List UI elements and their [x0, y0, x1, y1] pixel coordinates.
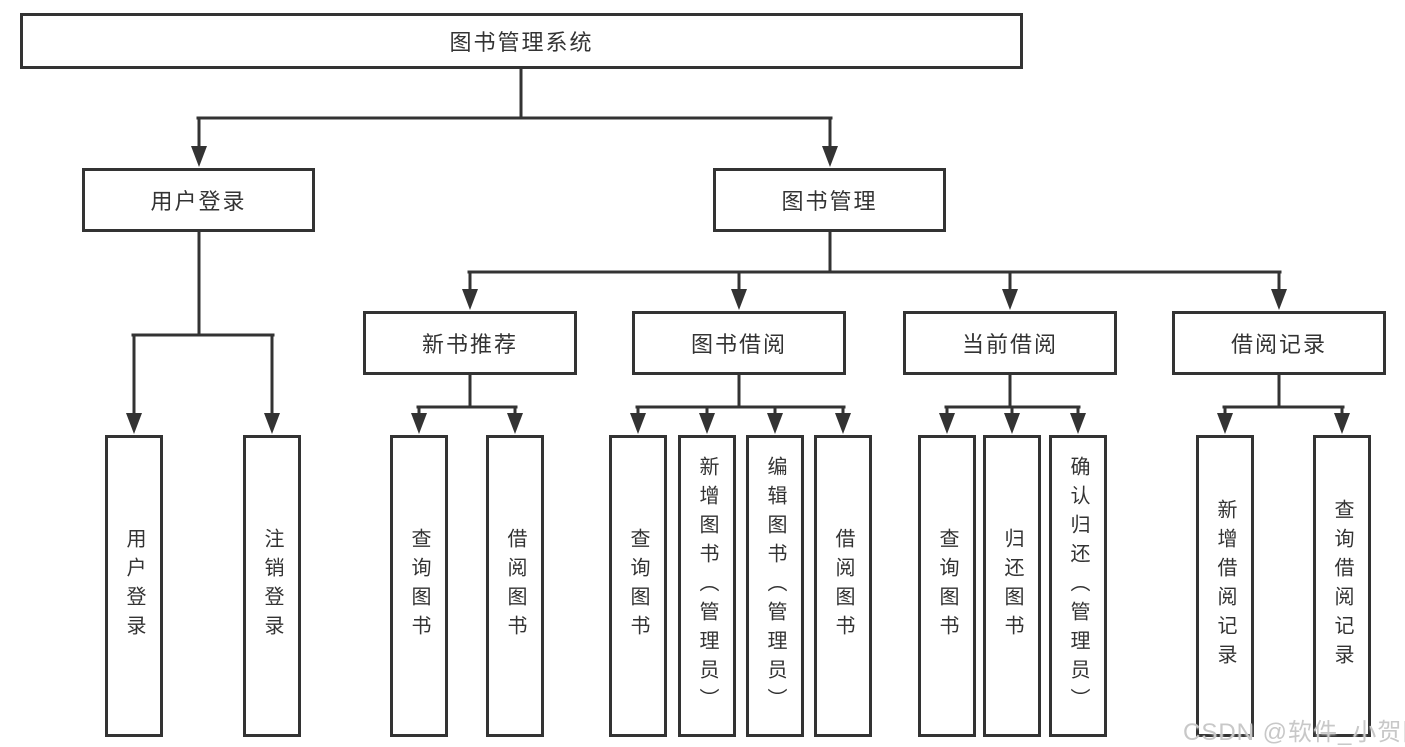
- node-current-borrow: 当前借阅: [903, 311, 1117, 375]
- node-user-login-label: 用户登录: [150, 189, 247, 214]
- leaf-edit-book-admin: 编辑图书（管理员）: [746, 435, 804, 737]
- leaf-current-query-books: 查询图书: [918, 435, 976, 737]
- node-book-borrow-label: 图书借阅: [690, 332, 787, 357]
- node-user-login: 用户登录: [82, 168, 315, 232]
- node-book-management-label: 图书管理: [781, 189, 878, 214]
- leaf-current-query-books-label: 查询图书: [936, 528, 958, 644]
- leaf-recommend-borrow-books: 借阅图书: [486, 435, 544, 737]
- leaf-return-books-label: 归还图书: [1001, 528, 1023, 644]
- leaf-user-login-label: 用户登录: [123, 528, 145, 644]
- leaf-confirm-return-admin: 确认归还（管理员）: [1049, 435, 1107, 737]
- leaf-recommend-query-books-label: 查询图书: [408, 528, 430, 644]
- node-root-label: 图书管理系统: [449, 30, 594, 55]
- connector-segments: [131, 67, 1345, 418]
- node-book-management: 图书管理: [713, 168, 946, 232]
- node-borrow-records: 借阅记录: [1172, 311, 1386, 375]
- leaf-edit-book-admin-label: 编辑图书（管理员）: [764, 455, 786, 717]
- leaf-borrow-books-label: 借阅图书: [832, 528, 854, 644]
- leaf-return-books: 归还图书: [983, 435, 1041, 737]
- leaf-query-borrow-record-label: 查询借阅记录: [1331, 499, 1353, 673]
- leaf-borrow-query-books-label: 查询图书: [627, 528, 649, 644]
- leaf-add-book-admin-label: 新增图书（管理员）: [696, 455, 718, 717]
- node-borrow-records-label: 借阅记录: [1230, 332, 1327, 357]
- leaf-user-login: 用户登录: [105, 435, 163, 737]
- leaf-recommend-query-books: 查询图书: [390, 435, 448, 737]
- leaf-query-borrow-record: 查询借阅记录: [1313, 435, 1371, 737]
- leaf-add-borrow-record-label: 新增借阅记录: [1214, 499, 1236, 673]
- node-root: 图书管理系统: [20, 13, 1023, 69]
- leaf-add-borrow-record: 新增借阅记录: [1196, 435, 1254, 737]
- leaf-logout: 注销登录: [243, 435, 301, 737]
- arrowheads: [126, 146, 1350, 434]
- watermark: CSDN @软件_小贺同学: [1183, 719, 1405, 746]
- leaf-recommend-borrow-books-label: 借阅图书: [504, 528, 526, 644]
- leaf-borrow-query-books: 查询图书: [609, 435, 667, 737]
- node-new-book-recommend: 新书推荐: [363, 311, 577, 375]
- leaf-logout-label: 注销登录: [261, 528, 283, 644]
- leaf-confirm-return-admin-label: 确认归还（管理员）: [1067, 455, 1089, 717]
- node-book-borrow: 图书借阅: [632, 311, 846, 375]
- leaf-borrow-books: 借阅图书: [814, 435, 872, 737]
- node-new-book-recommend-label: 新书推荐: [421, 332, 518, 357]
- node-current-borrow-label: 当前借阅: [961, 332, 1058, 357]
- leaf-add-book-admin: 新增图书（管理员）: [678, 435, 736, 737]
